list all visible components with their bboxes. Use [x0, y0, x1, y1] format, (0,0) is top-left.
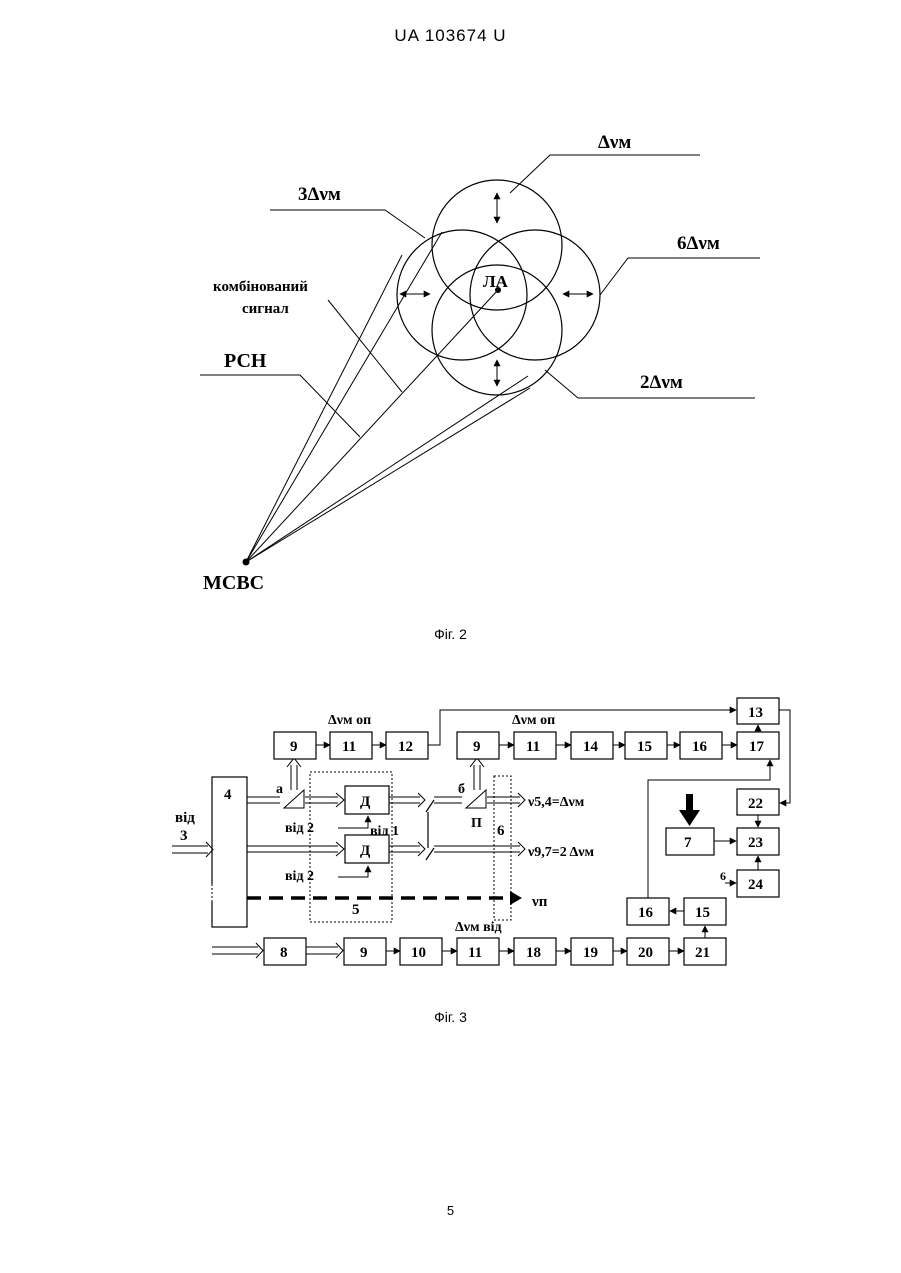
row3-block-0-label: 8 — [280, 945, 288, 961]
row1-block-2-label: 12 — [398, 739, 413, 755]
from-label: від — [175, 810, 195, 826]
row2-block-1-label: 11 — [526, 739, 540, 755]
label-la: ЛА — [483, 272, 509, 291]
leader-3dvm — [270, 210, 425, 238]
switch-1 — [426, 800, 434, 812]
row2-block-5-label: 17 — [749, 739, 765, 755]
row3-block-3-label: 11 — [468, 945, 482, 961]
splitter-a — [284, 790, 304, 808]
label-2dvm: 2Δνм — [640, 372, 683, 393]
block-d-1-label: Д — [360, 794, 371, 810]
row2-block-0-label: 9 — [473, 739, 481, 755]
nu-p-head — [510, 891, 522, 905]
fig2-diagram: Δνм 3Δνм 6Δνм 2Δνм комбінований сигнал Р… — [200, 132, 760, 594]
dv-op-1: Δνм оп — [328, 713, 371, 728]
page-number: 5 — [0, 1203, 901, 1218]
row2-block-2-label: 14 — [583, 739, 599, 755]
thick-arrow-head — [679, 810, 700, 826]
ch-a-to-d-head — [336, 793, 344, 807]
nu97-head — [518, 842, 525, 856]
block-4-label: 4 — [224, 787, 232, 803]
row2-block-3-label: 15 — [637, 739, 652, 755]
module-6-label: 6 — [497, 823, 505, 839]
fig2-caption: Фіг. 2 — [0, 626, 901, 642]
label-rsn: РСН — [224, 350, 267, 372]
vid2a-arrow — [338, 816, 368, 828]
label-combined-1: комбінований — [213, 279, 308, 295]
block-15b-label: 15 — [695, 905, 710, 921]
leader-6dvm — [600, 258, 760, 295]
block-d-2-label: Д — [360, 843, 371, 859]
block-24-label: 24 — [748, 877, 764, 893]
vid2b-arrow — [338, 866, 368, 877]
d1-out-head — [418, 793, 425, 807]
label-a: а — [276, 782, 283, 797]
block-4-gap — [208, 884, 214, 902]
label-dvm: Δνм — [598, 132, 631, 153]
row3-block-7-label: 21 — [695, 945, 710, 961]
module-5-label: 5 — [352, 902, 360, 918]
label-b: б — [458, 782, 465, 797]
block-22-label: 22 — [748, 796, 763, 812]
label-vid2b: від 2 — [285, 869, 314, 884]
row2-block-4-label: 16 — [692, 739, 708, 755]
nu-p-label: νп — [531, 894, 548, 910]
label-msvs: МСВС — [203, 572, 264, 594]
fig3-diagram: 4 від 3 5 6 а Д від 2 від 1 — [172, 698, 790, 965]
switch-2 — [426, 848, 434, 860]
row3-block-2-label: 10 — [411, 945, 426, 961]
nu54-label: ν5,4=Δνм — [527, 795, 585, 810]
label-vid2a: від 2 — [285, 821, 314, 836]
splitter-b — [466, 790, 486, 808]
13-to-22 — [779, 710, 790, 803]
row3-block-4-label: 18 — [526, 945, 541, 961]
row3-8-9-head — [336, 943, 343, 958]
fig3-caption: Фіг. 3 — [0, 1009, 901, 1025]
row3-block-1-label: 9 — [360, 945, 368, 961]
nu54-head — [518, 793, 525, 807]
ray-3 — [246, 290, 498, 562]
thick-arrow-shaft — [686, 794, 693, 812]
from-3: 3 — [180, 828, 188, 844]
msvs-point — [243, 559, 250, 566]
d2-out-head — [418, 842, 425, 856]
label-3dvm: 3Δνм — [298, 184, 341, 205]
leader-dvm — [510, 155, 700, 193]
block-23-label: 23 — [748, 835, 763, 851]
label-6dvm: 6Δνм — [677, 233, 720, 254]
ray-5 — [246, 388, 530, 562]
row3-in-head — [256, 943, 263, 958]
label-combined-2: сигнал — [242, 301, 289, 317]
nu97-label: ν9,7=2 Δνм — [527, 845, 594, 860]
row1-block-1-label: 11 — [342, 739, 356, 755]
row3-block-6-label: 20 — [638, 945, 653, 961]
block-16b-label: 16 — [638, 905, 654, 921]
row3-block-5-label: 19 — [583, 945, 598, 961]
ch2-head — [336, 842, 344, 856]
dv-op-2: Δνм оп — [512, 713, 555, 728]
dv-vid: Δνм від — [455, 920, 502, 935]
circle-right — [470, 230, 600, 360]
label-p: П — [471, 816, 482, 831]
block-7-label: 7 — [684, 835, 692, 851]
circle-left — [397, 230, 527, 360]
row1-block-0-label: 9 — [290, 739, 298, 755]
block-13-label: 13 — [748, 705, 763, 721]
label-6-in: 6 — [720, 869, 726, 883]
ray-4 — [246, 376, 528, 562]
